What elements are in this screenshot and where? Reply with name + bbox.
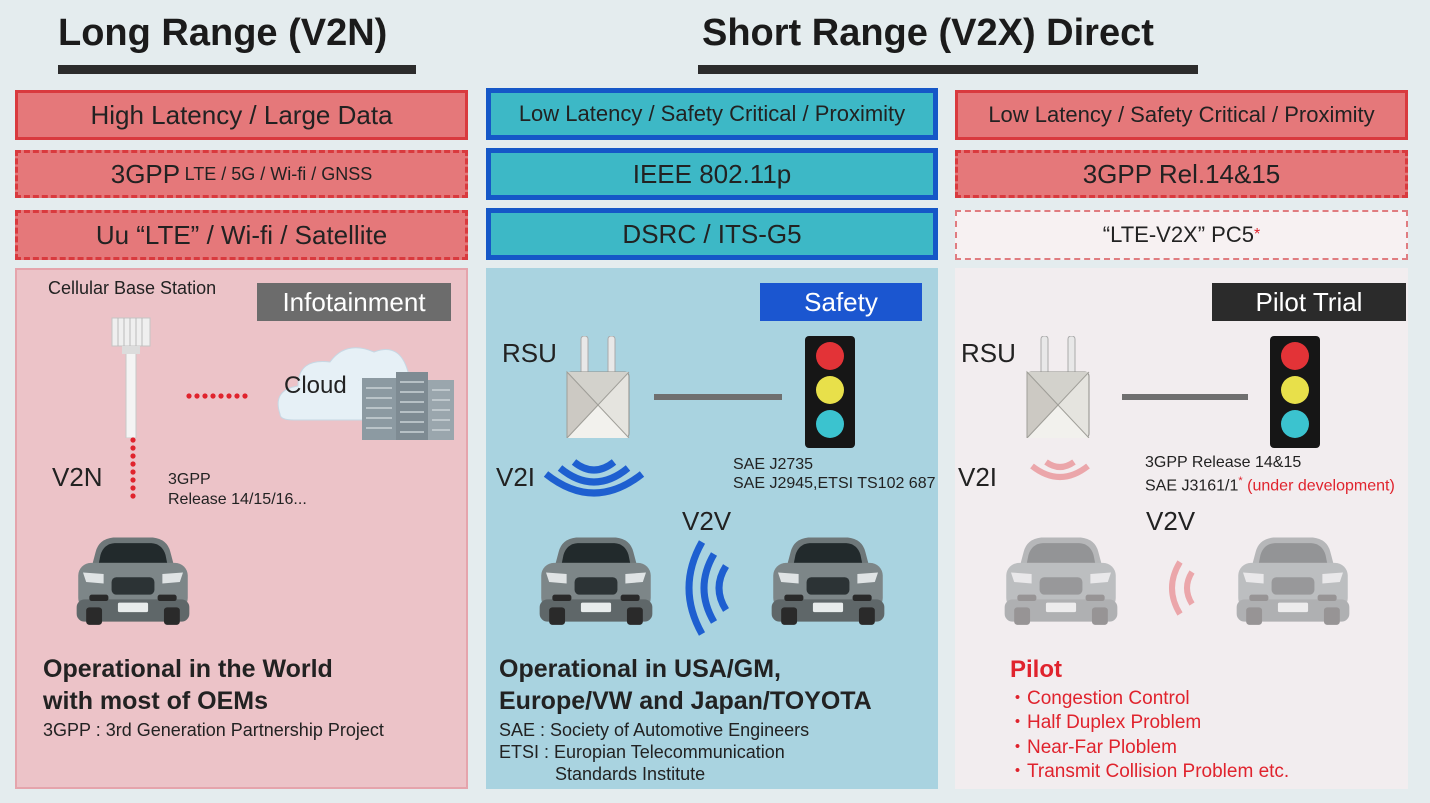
col2-traffic-light-icon (805, 336, 855, 448)
col2-interface-box: DSRC / ITS-G5 (486, 208, 938, 260)
col2-footer-line1: Operational in USA/GM, (499, 655, 781, 683)
col3-rsu-label: RSU (961, 338, 1016, 368)
v2n-label: V2N (52, 462, 103, 492)
col3-v2v-signal-icon (1169, 560, 1195, 616)
col3-car-right-icon (1236, 537, 1350, 625)
col2-rsu-link (654, 394, 782, 400)
pilot-trial-tag: Pilot Trial (1212, 283, 1406, 321)
pilot-item: ・Half Duplex Problem (1008, 712, 1202, 733)
col3-interface-star: * (1253, 226, 1261, 243)
col3-std-star: * (1238, 475, 1243, 487)
col2-v2i-label: V2I (496, 462, 536, 492)
col2-interface-text: DSRC / ITS-G5 (622, 218, 802, 249)
col2-v2v-label: V2V (682, 506, 732, 536)
col3-interface-text: “LTE-V2X” PC5 (1102, 222, 1254, 247)
v2n-vertical-link (130, 437, 136, 499)
col3-v2i-label: V2I (958, 462, 998, 492)
col2-standard-box: IEEE 802.11p (486, 148, 938, 200)
cloud-label: Cloud (284, 372, 347, 399)
col2-v2v-signal-icon (685, 540, 730, 636)
pilot-panel (955, 268, 1408, 789)
col3-rsu-icon (1026, 336, 1090, 438)
col2-footer-line2: Europe/VW and Japan/TOYOTA (499, 687, 872, 715)
col3-interface-box: “LTE-V2X” PC5* (955, 210, 1408, 260)
col3-latency-box: Low Latency / Safety Critical / Proximit… (955, 90, 1408, 140)
col2-standard-text: IEEE 802.11p (632, 158, 792, 189)
cell-tower-icon (111, 317, 151, 438)
safety-tag: Safety (760, 283, 922, 321)
col3-std-line1: 3GPP Release 14&15 (1145, 454, 1302, 471)
col2-car-left-icon (539, 537, 653, 625)
col3-latency-text: Low Latency / Safety Critical / Proximit… (988, 102, 1375, 127)
long-range-title: Long Range (V2N) (58, 12, 388, 54)
col3-v2i-signal-icon (1030, 459, 1090, 480)
short-range-title: Short Range (V2X) Direct (702, 12, 1154, 54)
col1-latency-box: High Latency / Large Data (15, 90, 468, 140)
pilot-trial-tag-label: Pilot Trial (1255, 286, 1363, 317)
col2-note-line3: Standards Institute (555, 764, 706, 784)
col2-latency-box: Low Latency / Safety Critical / Proximit… (486, 88, 938, 140)
col2-latency-text: Low Latency / Safety Critical / Proximit… (518, 101, 906, 126)
col1-footer-line1: Operational in the World (43, 655, 333, 683)
car-icon (76, 537, 190, 625)
col2-note-line1: SAE : Society of Automotive Engineers (499, 720, 810, 740)
safety-tag-label: Safety (804, 286, 878, 317)
col3-traffic-light-icon (1270, 336, 1320, 448)
col2-std-line2: SAE J2945,ETSI TS102 687 (733, 475, 936, 492)
col2-note-line2: ETSI : Europian Telecommunication (499, 742, 785, 762)
pilot-item: ・Congestion Control (1008, 688, 1190, 709)
pilot-item: ・Transmit Collision Problem etc. (1008, 761, 1290, 782)
col2-rsu-icon (566, 336, 630, 438)
base-station-label: Cellular Base Station (48, 278, 217, 298)
long-range-underline (58, 65, 416, 74)
col3-std-dev: (under development) (1247, 477, 1395, 495)
col1-interface-box: Uu “LTE” / Wi-fi / Satellite (15, 210, 468, 260)
col1-standard-box: 3GPP LTE / 5G / Wi-fi / GNSS (15, 150, 468, 198)
cloud-server-icon (277, 347, 454, 440)
col3-v2v-label: V2V (1146, 506, 1196, 536)
v2n-horizontal-link (186, 393, 248, 399)
pilot-title: Pilot (1010, 656, 1062, 683)
col1-footer-line2: with most of OEMs (43, 687, 268, 715)
col1-latency-text: High Latency / Large Data (90, 99, 393, 130)
safety-panel (486, 268, 938, 789)
col1-footer-note: 3GPP : 3rd Generation Partnership Projec… (43, 720, 384, 740)
col1-standard-big: 3GPP (110, 158, 181, 189)
col3-std-line2-wrap: SAE J3161/1* (under development) (1145, 472, 1395, 495)
col3-rsu-link (1122, 394, 1248, 400)
infotainment-tag: Infotainment (257, 283, 451, 321)
col3-standard-box: 3GPP Rel.14&15 (955, 150, 1408, 198)
col3-std-line2: SAE J3161/1 (1145, 477, 1239, 495)
col3-car-left-icon (1004, 537, 1118, 625)
short-range-underline (698, 65, 1198, 74)
col2-std-line1: SAE J2735 (733, 456, 814, 473)
col3-standard-text: 3GPP Rel.14&15 (1082, 158, 1281, 189)
col2-rsu-label: RSU (502, 338, 557, 368)
col2-v2i-signal-icon (543, 459, 645, 497)
pilot-item: ・Near-Far Ploblem (1008, 737, 1177, 758)
col1-interface-text: Uu “LTE” / Wi-fi / Satellite (95, 219, 388, 250)
col1-release-line2: Release 14/15/16... (168, 491, 307, 508)
col1-standard-small: LTE / 5G / Wi-fi / GNSS (184, 163, 373, 184)
col1-release-line1: 3GPP (168, 471, 211, 488)
infotainment-tag-label: Infotainment (282, 286, 426, 317)
col2-car-right-icon (771, 537, 885, 625)
